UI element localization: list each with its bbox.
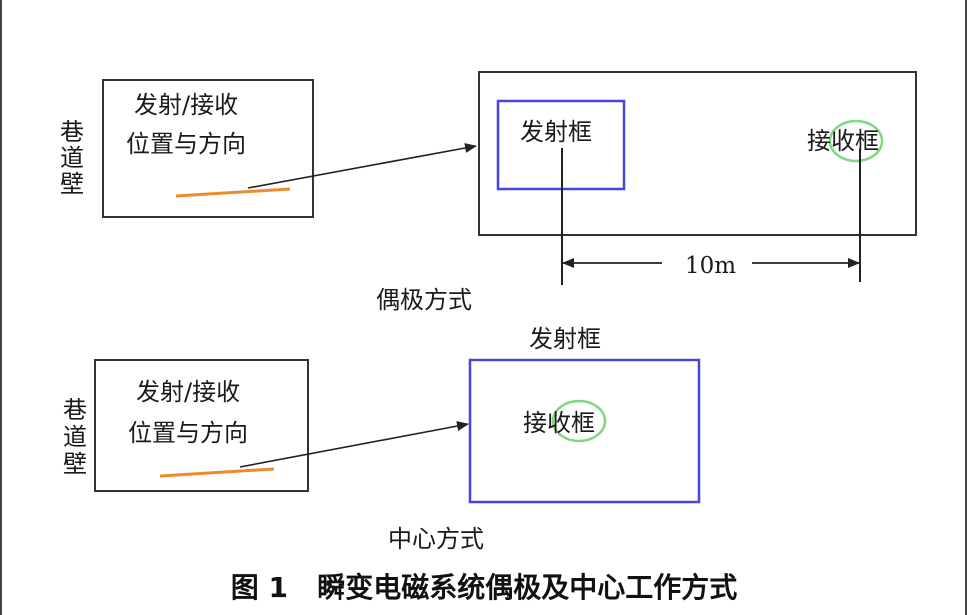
wall-label-char: 道 [60,144,84,172]
central-mode-label: 中心方式 [388,525,484,553]
antenna-line [159,467,275,478]
position-box-line: 发射/接收 [136,378,240,406]
distance-label: 10m [685,253,736,279]
dipole-panel: 巷 道 壁 发射/接收 位置与方向 发射框 接收框 10m 偶极方式 [60,71,917,314]
receiver-ring [828,119,884,163]
dipole-mode-label: 偶极方式 [376,286,472,314]
wall-label-char: 壁 [63,450,87,478]
position-box [102,79,314,218]
survey-area-box [478,71,917,236]
position-box-line: 位置与方向 [126,130,246,158]
receiver-label: 接收框 [523,409,595,437]
pointer-arrow [239,421,469,468]
wall-label-char: 道 [63,423,87,451]
transmitter-frame [468,358,701,504]
wall-label-char: 巷 [60,118,84,146]
position-box [94,359,309,492]
receiver-ring [551,399,607,443]
figure-caption: 图 1 瞬变电磁系统偶极及中心工作方式 [231,571,737,604]
wall-label-char: 壁 [60,170,84,198]
wall-label-char: 巷 [63,396,87,424]
position-box-line: 位置与方向 [128,419,248,447]
pointer-arrow [247,143,477,189]
antenna-line [175,187,291,198]
receiver-label: 接收框 [807,127,879,155]
position-box-line: 发射/接收 [134,91,238,119]
central-panel: 发射框 巷 道 壁 发射/接收 位置与方向 接收框 中心方式 [63,325,701,553]
transmitter-label: 发射框 [529,325,601,353]
transmitter-label: 发射框 [520,118,592,146]
